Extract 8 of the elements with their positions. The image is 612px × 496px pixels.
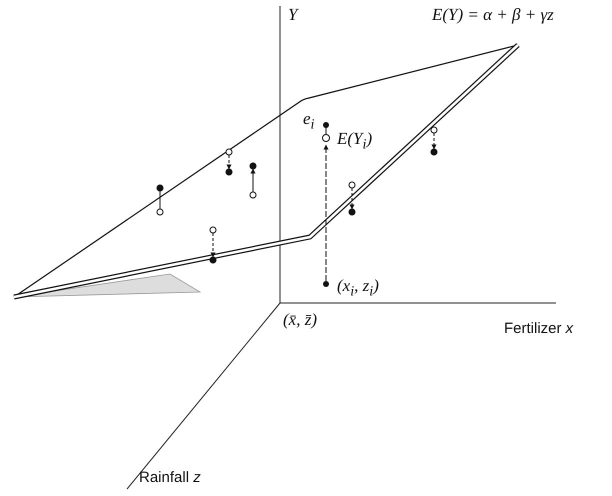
mean-point-label: (x̄, z̄): [283, 311, 317, 330]
axis-label: Y: [288, 6, 298, 25]
equation-label: E(Y) = α + β + γz: [432, 6, 554, 25]
axis-label: Fertilizer x: [504, 321, 574, 338]
residual-label: e$_{i}$: [303, 110, 314, 133]
expected-value-label: E(Y$_{i}$): [337, 130, 372, 153]
observation-label: (x$_{i}$, z$_{i}$): [337, 277, 379, 300]
axis-label: Rainfall z: [139, 470, 201, 486]
